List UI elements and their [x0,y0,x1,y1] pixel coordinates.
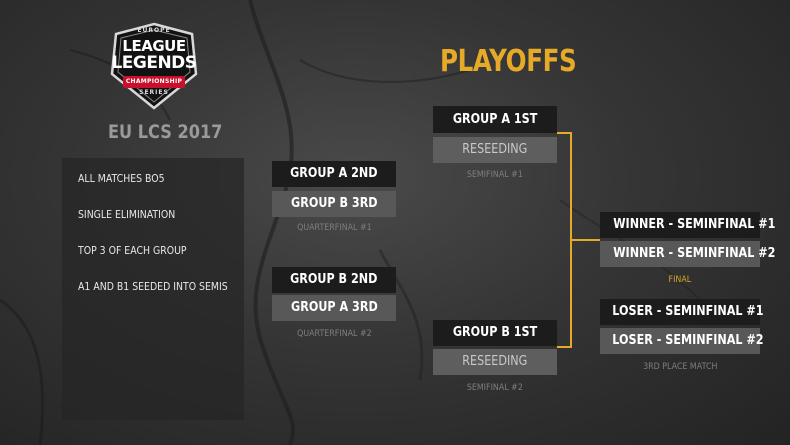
sf2-caption: SEMIFINAL #2 [466,383,524,393]
qf1-slot-top: GROUP A 2ND [272,161,396,187]
third-place-slot-bottom: LOSER - SEMINFINAL #2 [600,328,764,354]
third-place-slot-top: LOSER - SEMINFINAL #1 [600,299,764,325]
qf1-caption: QUARTERFINAL #1 [296,223,372,233]
qf1-slot-bottom: GROUP B 3RD [272,191,396,217]
rule-item: ALL MATCHES BO5 [78,172,165,185]
rule-item: A1 AND B1 SEEDED INTO SEMIS [78,280,228,293]
final-caption: FINAL [668,275,692,285]
logo-series: SERIES [139,89,169,96]
qf2-caption: QUARTERFINAL #2 [296,329,372,339]
sf1-caption: SEMIFINAL #1 [466,170,524,180]
rules-panel: ALL MATCHES BO5 SINGLE ELIMINATION TOP 3… [62,158,244,420]
lcs-logo: EUROPE LEAGUE LEGENDS CHAMPIONSHIP SERIE… [108,22,200,112]
sf2-slot-top: GROUP B 1ST [433,320,557,346]
sf1-slot-bottom: RESEEDING [433,137,557,163]
rule-item: SINGLE ELIMINATION [78,208,176,221]
qf2-slot-top: GROUP B 2ND [272,267,396,293]
page-title: PLAYOFFS [440,44,577,79]
qf2-slot-bottom: GROUP A 3RD [272,295,396,321]
logo-league: LEAGUE [122,37,186,55]
sf1-slot-top: GROUP A 1ST [433,106,557,133]
final-slot-bottom: WINNER - SEMINFINAL #2 [600,241,775,267]
final-slot-top: WINNER - SEMINFINAL #1 [600,212,775,238]
logo-legends: LEGENDS [111,53,197,73]
logo-championship: CHAMPIONSHIP [123,76,185,88]
third-place-caption: 3RD PLACE MATCH [642,362,718,372]
rule-item: TOP 3 OF EACH GROUP [78,244,187,257]
event-subtitle: EU LCS 2017 [108,121,223,143]
logo-europe: EUROPE [137,27,171,34]
sf2-slot-bottom: RESEEDING [433,349,557,375]
